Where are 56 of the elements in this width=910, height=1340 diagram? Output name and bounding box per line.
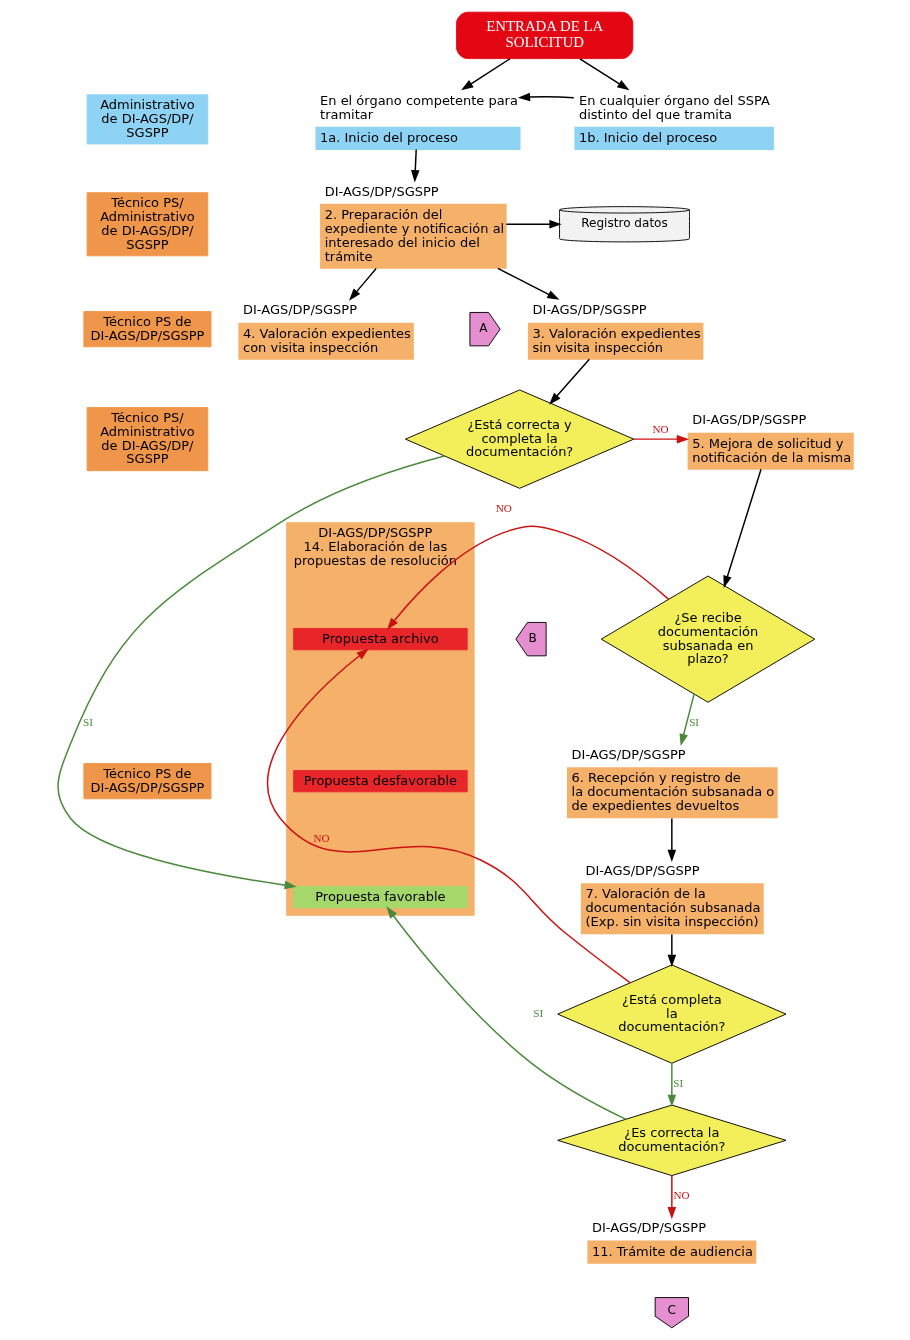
edge-label: NO bbox=[495, 502, 512, 515]
arrow bbox=[505, 219, 562, 229]
arrow bbox=[517, 92, 575, 102]
edge-label: SI bbox=[532, 1006, 543, 1019]
node-box: 1b. Inicio del proceso bbox=[573, 126, 774, 150]
arrow bbox=[266, 648, 631, 984]
arrow bbox=[386, 525, 669, 631]
arrow bbox=[496, 267, 559, 300]
node-diamond: ¿Está completa la documentación? bbox=[556, 964, 786, 1064]
arrow bbox=[667, 933, 676, 968]
node-box: 4. Valoración expedientes con visita inspección bbox=[237, 322, 414, 360]
node-box: 5. Mejora de solicitud y notificación de la misma bbox=[687, 432, 854, 470]
node-label: DI-AGS/DP/SGSPP bbox=[571, 747, 686, 763]
node-box: 6. Recepción y registro de la documentación subsanada o de expedientes devueltos bbox=[566, 767, 778, 819]
edge-label: NO bbox=[651, 423, 669, 436]
edge-label: NO bbox=[673, 1189, 690, 1202]
node-label: DI-AGS/DP/SGSPP bbox=[591, 1220, 706, 1236]
node-box: ENTRADA DE LA SOLICITUD bbox=[455, 11, 633, 60]
node-label: DI-AGS/DP/SGSPP bbox=[691, 412, 806, 428]
node-box: Propuesta desfavorable bbox=[292, 770, 468, 793]
node-box: Técnico PS de DI-AGS/DP/SGSPP bbox=[82, 763, 211, 800]
node-box: 3. Valoración expedientes sin visita inspección bbox=[527, 322, 703, 360]
node-label: DI-AGS/DP/SGSPP bbox=[532, 302, 647, 318]
arrow bbox=[56, 455, 445, 890]
arrow bbox=[722, 468, 762, 588]
node-box: Propuesta archivo bbox=[292, 628, 468, 651]
node-label: En el órgano competente para tramitar bbox=[319, 92, 518, 122]
edge-label: SI bbox=[672, 1077, 683, 1090]
node-box: 1a. Inicio del proceso bbox=[314, 126, 521, 150]
node-label: DI-AGS/DP/SGSPP bbox=[242, 302, 357, 318]
node-label: DI-AGS/DP/SGSPP bbox=[585, 863, 699, 879]
node-box: Técnico PS/ Administrativo de DI-AGS/DP/ SGSPP bbox=[86, 407, 208, 472]
arrow bbox=[667, 1174, 676, 1220]
edge-label: SI bbox=[688, 716, 699, 729]
node-diamond: ¿Es correcta la documentación? bbox=[556, 1104, 786, 1177]
arrow bbox=[578, 58, 629, 91]
arrow bbox=[679, 693, 695, 747]
arrow bbox=[667, 1062, 676, 1107]
node-box: 2. Preparación del expediente y notificación al interesado del inicio del trámite bbox=[319, 203, 507, 269]
node-label: DI-AGS/DP/SGSPP bbox=[324, 183, 439, 199]
arrow bbox=[667, 817, 676, 862]
node-box: 7. Valoración de la documentación subsanada (Exp. sin visita inspección) bbox=[580, 883, 764, 935]
arrow bbox=[632, 434, 689, 444]
edge-label: NO bbox=[312, 832, 330, 845]
node-box: Administrativo de DI-AGS/DP/ SGSPP bbox=[86, 94, 208, 145]
node-label: En cualquier órgano del SSPA distinto del que tramita bbox=[578, 92, 770, 122]
node-box: Técnico PS/ Administrativo de DI-AGS/DP/ SGSPP bbox=[86, 192, 208, 257]
node-box: 11. Trámite de audiencia bbox=[586, 1240, 756, 1264]
arrow bbox=[385, 906, 626, 1120]
arrow bbox=[460, 58, 511, 91]
arrow bbox=[410, 148, 420, 183]
node-box: Técnico PS de DI-AGS/DP/SGSPP bbox=[82, 311, 211, 348]
node-box: Propuesta favorable bbox=[292, 886, 468, 909]
arrow bbox=[548, 358, 590, 405]
arrow bbox=[348, 267, 377, 301]
edge-label: SI bbox=[82, 716, 93, 729]
